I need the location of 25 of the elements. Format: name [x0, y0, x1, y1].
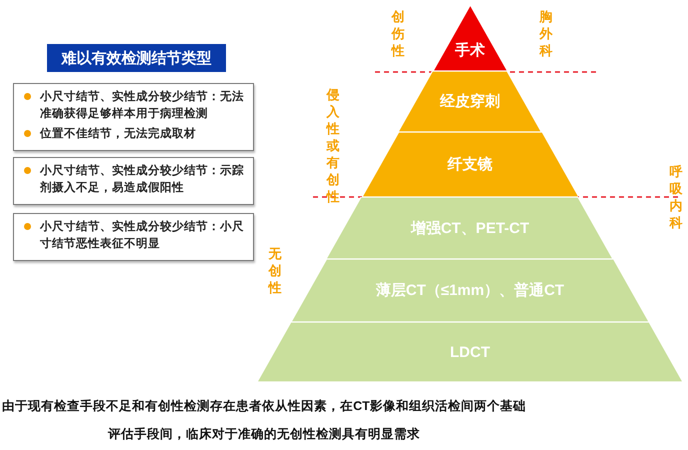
- side-label: 创伤性: [391, 8, 405, 59]
- bullet-text: 小尺寸结节、实性成分较少结节：无法准确获得足够样本用于病理检测: [40, 89, 245, 122]
- caption-text: 由于现有检查手段不足和有创性检测存在患者依从性因素，在CT影像和组织活检间两个基础评估手段间，临床对于准确的无创性检测具有明显需求: [1, 398, 527, 443]
- band-label: 经皮穿刺: [440, 92, 500, 111]
- bullet-text: 小尺寸结节、实性成分较少结节：小尺寸结节恶性表征不明显: [40, 219, 245, 252]
- band-label: 手术: [454, 40, 485, 60]
- band-label: 纤支镜: [447, 155, 492, 174]
- side-label: 胸外科: [539, 8, 553, 59]
- bullet-text: 位置不佳结节，无法完成取材: [40, 126, 196, 142]
- text-card: [13, 83, 254, 151]
- band-label: 薄层CT（≤1mm）、普通CT: [376, 281, 564, 300]
- band-label: 增强CT、PET-CT: [410, 218, 530, 238]
- pyramid-band: [290, 259, 650, 322]
- pyramid-band: [398, 71, 542, 132]
- side-label: 侵入性或有创性: [326, 86, 340, 205]
- bullet-text: 小尺寸结节、实性成分较少结节：示踪剂摄入不足，易造成假阳性: [40, 163, 245, 196]
- band-label: LDCT: [450, 344, 490, 360]
- text-card: [13, 213, 254, 261]
- heading-box: 难以有效检测结节类型: [47, 44, 226, 72]
- pyramid-band: [257, 322, 683, 382]
- pyramid-band: [432, 5, 508, 71]
- text-card: [13, 157, 254, 205]
- side-label: 无创性: [268, 245, 282, 296]
- pyramid-band: [362, 132, 578, 197]
- side-label: 呼吸内科: [669, 163, 683, 231]
